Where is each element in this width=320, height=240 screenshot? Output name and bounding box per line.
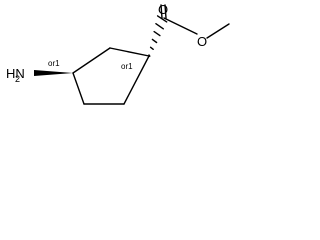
ester-bond-c-o bbox=[163, 17, 198, 35]
carbonyl-oxygen-label: O bbox=[158, 2, 168, 17]
bold-wedge-c3-amine bbox=[34, 70, 73, 76]
ring-bond-c4-c5 bbox=[72, 47, 111, 74]
stereo-label-c3: or1 bbox=[48, 59, 60, 68]
amine-label: HN bbox=[6, 66, 25, 81]
amine-h-subscript: 2 bbox=[15, 74, 20, 84]
molecule-structure: O O HN 2 or1 or1 bbox=[6, 2, 230, 105]
ring-bond-c1-c2 bbox=[123, 55, 150, 105]
ring-bond-c5-c1 bbox=[109, 47, 150, 57]
ring-bond-c3-c4 bbox=[72, 72, 85, 105]
ester-oxygen-label: O bbox=[197, 34, 207, 49]
methyl-bond bbox=[206, 23, 230, 39]
stereo-label-c1: or1 bbox=[121, 62, 133, 71]
carbonyl-bond-2 bbox=[164, 4, 167, 19]
hashed-wedge-c1-ester bbox=[148, 15, 168, 57]
carbonyl-bond-1 bbox=[160, 4, 163, 19]
